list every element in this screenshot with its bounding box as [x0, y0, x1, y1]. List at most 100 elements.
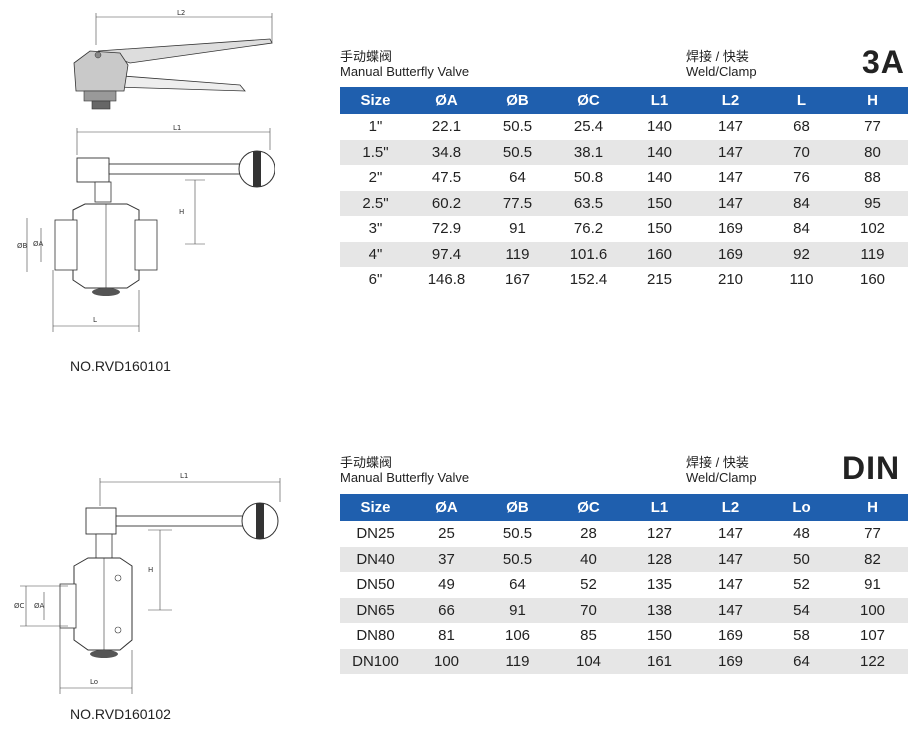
table-cell: 140	[624, 114, 695, 140]
connection-en: Weld/Clamp	[686, 470, 757, 485]
table-cell: 127	[624, 521, 695, 547]
table-cell: 150	[624, 623, 695, 649]
col-header: ØA	[411, 87, 482, 114]
table-cell: 85	[553, 623, 624, 649]
dim-label-l1: L1	[180, 472, 188, 480]
table-cell: 147	[695, 139, 766, 165]
table-cell: 76.2	[553, 216, 624, 242]
table-cell: 169	[695, 241, 766, 267]
dim-label-oa: ØA	[33, 240, 44, 248]
table-cell: 161	[624, 648, 695, 674]
table-cell: 64	[482, 165, 553, 191]
table-cell: 50.5	[482, 546, 553, 572]
table-cell: 1.5"	[340, 139, 411, 165]
table-cell: 147	[695, 114, 766, 140]
table-cell: 2.5"	[340, 190, 411, 216]
table-cell: 40	[553, 546, 624, 572]
table-cell: 50	[766, 546, 837, 572]
dim-label-oc: ØC	[14, 602, 25, 610]
table-cell: DN100	[340, 648, 411, 674]
table-cell: 4"	[340, 241, 411, 267]
col-header: ØB	[482, 87, 553, 114]
table-cell: 72.9	[411, 216, 482, 242]
table-cell: 70	[766, 139, 837, 165]
valve-side-view-drawing: L1 H ØC ØA Lo	[14, 472, 281, 694]
table-cell: 64	[482, 572, 553, 598]
connection-cn: 焊接 / 快装	[686, 49, 749, 64]
table-cell: 37	[411, 546, 482, 572]
title-cn: 手动蝶阀	[340, 455, 393, 470]
table-cell: 25.4	[553, 114, 624, 140]
table-cell: 169	[695, 216, 766, 242]
col-header: L2	[695, 87, 766, 114]
table-cell: 215	[624, 267, 695, 293]
table-cell: 169	[695, 623, 766, 649]
col-header: Lo	[766, 494, 837, 521]
table-cell: 52	[553, 572, 624, 598]
dim-label-l: L	[93, 316, 97, 324]
table-cell: 50.5	[482, 114, 553, 140]
table-cell: 147	[695, 597, 766, 623]
table-cell: DN40	[340, 546, 411, 572]
table-cell: 147	[695, 546, 766, 572]
table-cell: 49	[411, 572, 482, 598]
col-header: Size	[340, 87, 411, 114]
section-din: L1 H ØC ØA Lo NO.RVD160102 手动蝶阀 Manual B…	[0, 400, 918, 731]
connection-cn: 焊接 / 快装	[686, 455, 749, 470]
col-header: L1	[624, 87, 695, 114]
table-cell: 54	[766, 597, 837, 623]
section-3a: L2 L1 H ØB ØA	[17, 9, 908, 374]
table-cell: 6"	[340, 267, 411, 293]
dim-label-oa: ØA	[34, 602, 45, 610]
table-cell: 50.5	[482, 521, 553, 547]
table-cell: 128	[624, 546, 695, 572]
table-cell: 140	[624, 139, 695, 165]
title-en: Manual Butterfly Valve	[340, 470, 470, 485]
table-cell: 119	[482, 648, 553, 674]
table-cell: 147	[695, 572, 766, 598]
dim-label-lo: Lo	[90, 678, 98, 686]
model-number: NO.RVD160101	[70, 358, 171, 374]
table-cell: 91	[482, 597, 553, 623]
table-cell: 52	[766, 572, 837, 598]
table-cell: 146.8	[411, 267, 482, 293]
table-cell: 152.4	[553, 267, 624, 293]
table-cell: 160	[624, 241, 695, 267]
table-cell: 102	[837, 216, 908, 242]
table-cell: 100	[411, 648, 482, 674]
table-cell: 25	[411, 521, 482, 547]
table-header-row: Size ØA ØB ØC L1 L2 Lo H	[340, 494, 908, 521]
table-cell: 95	[837, 190, 908, 216]
table-cell: 60.2	[411, 190, 482, 216]
title-en: Manual Butterfly Valve	[340, 64, 470, 79]
table-cell: 110	[766, 267, 837, 293]
col-header: L2	[695, 494, 766, 521]
table-cell: 50.8	[553, 165, 624, 191]
table-cell: 22.1	[411, 114, 482, 140]
table-cell: 138	[624, 597, 695, 623]
table-cell: 119	[482, 241, 553, 267]
table-cell: 34.8	[411, 139, 482, 165]
table-cell: DN25	[340, 521, 411, 547]
table-cell: DN65	[340, 597, 411, 623]
connection-en: Weld/Clamp	[686, 64, 757, 79]
standard-label: DIN	[842, 450, 901, 486]
table-cell: 150	[624, 216, 695, 242]
col-header: ØC	[553, 87, 624, 114]
table-cell: 84	[766, 190, 837, 216]
table-cell: 66	[411, 597, 482, 623]
dim-label-h: H	[179, 208, 184, 216]
